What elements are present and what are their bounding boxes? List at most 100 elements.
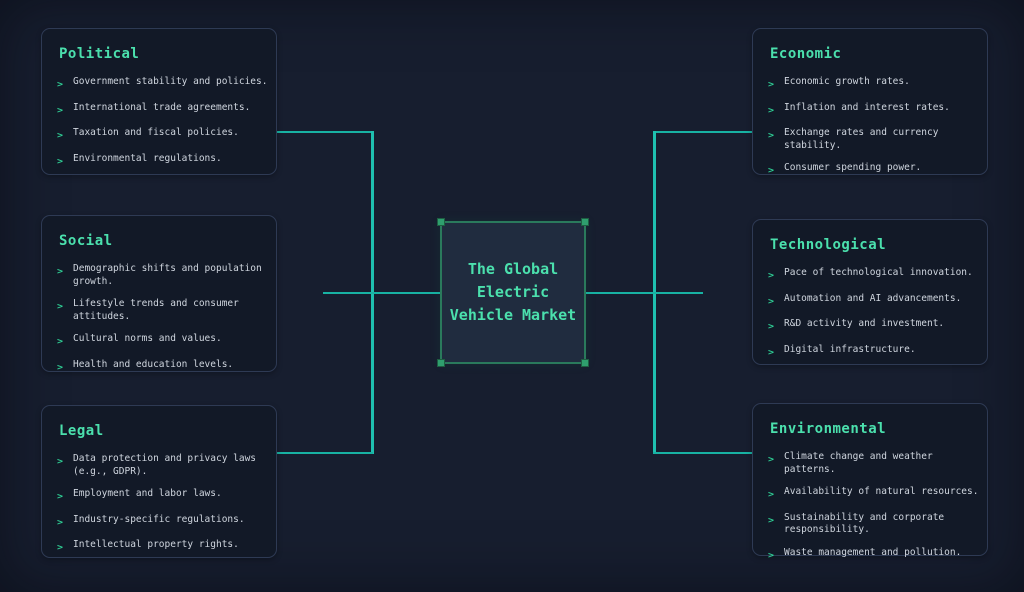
center-node[interactable]: The Global Electric Vehicle Market xyxy=(437,218,589,367)
item-text: Data protection and privacy laws (e.g., … xyxy=(73,453,257,477)
chevron-icon: > xyxy=(768,489,775,500)
chevron-icon: > xyxy=(768,79,775,90)
list-item: > Industry-specific regulations. xyxy=(57,514,270,530)
item-text: Consumer spending power. xyxy=(784,162,922,173)
selection-handle[interactable] xyxy=(437,218,445,226)
list-item: > R&D activity and investment. xyxy=(768,318,981,334)
chevron-icon: > xyxy=(57,336,64,347)
item-text: Industry-specific regulations. xyxy=(73,513,245,525)
node-title: Legal xyxy=(59,423,104,439)
list-item: > Health and education levels. xyxy=(57,359,270,375)
item-text: Environmental regulations. xyxy=(73,152,222,164)
list-item: > Exchange rates and currency stability. xyxy=(768,127,981,152)
node-title: Political xyxy=(59,46,140,62)
list-item: > Cultural norms and values. xyxy=(57,333,270,349)
item-list: > Government stability and policies. > I… xyxy=(57,76,270,168)
center-title-line: Vehicle Market xyxy=(449,306,577,324)
node-title: Economic xyxy=(770,46,842,62)
connector-environmental xyxy=(653,452,752,454)
node-title: Environmental xyxy=(770,421,887,437)
item-text: Intellectual property rights. xyxy=(73,539,239,550)
item-text: Health and education levels. xyxy=(73,358,234,370)
selection-handle[interactable] xyxy=(437,359,445,367)
item-text: Automation and AI advancements. xyxy=(784,292,962,304)
item-text: Cultural norms and values. xyxy=(73,333,222,344)
item-text: Economic growth rates. xyxy=(784,76,910,87)
chevron-icon: > xyxy=(768,515,775,526)
connector-social-center xyxy=(323,292,440,294)
selection-handle[interactable] xyxy=(581,359,589,367)
center-title-line: The Global xyxy=(467,260,559,278)
chevron-icon: > xyxy=(57,130,64,141)
node-political[interactable]: Political > Government stability and pol… xyxy=(41,28,277,175)
item-text: Demographic shifts and population growth… xyxy=(73,263,262,287)
list-item: > Economic growth rates. xyxy=(768,76,981,92)
list-item: > Pace of technological innovation. xyxy=(768,267,981,283)
item-list: > Pace of technological innovation. > Au… xyxy=(768,267,981,359)
item-text: Employment and labor laws. xyxy=(73,488,222,499)
item-text: Pace of technological innovation. xyxy=(784,267,973,278)
list-item: > Data protection and privacy laws (e.g.… xyxy=(57,453,270,478)
item-text: Government stability and policies. xyxy=(73,76,268,87)
chevron-icon: > xyxy=(768,165,775,176)
item-text: Lifestyle trends and consumer attitudes. xyxy=(73,298,239,322)
item-text: Climate change and weather patterns. xyxy=(784,451,933,475)
item-list: > Economic growth rates. > Inflation and… xyxy=(768,76,981,178)
chevron-icon: > xyxy=(57,105,64,116)
chevron-icon: > xyxy=(57,79,64,90)
item-text: Sustainability and corporate responsibil… xyxy=(784,511,945,536)
node-environmental[interactable]: Environmental > Climate change and weath… xyxy=(752,403,988,560)
node-technological[interactable]: Technological > Pace of technological in… xyxy=(752,219,988,365)
list-item: > Environmental regulations. xyxy=(57,153,270,169)
node-economic[interactable]: Economic > Economic growth rates. > Infl… xyxy=(752,28,988,178)
chevron-icon: > xyxy=(57,517,64,528)
connector-center-right xyxy=(586,292,703,294)
chevron-icon: > xyxy=(768,130,775,141)
item-text: International trade agreements. xyxy=(73,101,251,113)
node-title: Social xyxy=(59,233,113,249)
list-item: > Intellectual property rights. xyxy=(57,539,270,555)
item-list: > Demographic shifts and population grow… xyxy=(57,263,270,374)
chevron-icon: > xyxy=(768,454,775,465)
chevron-icon: > xyxy=(57,456,64,467)
list-item: > Sustainability and corporate responsib… xyxy=(768,512,981,537)
list-item: > Climate change and weather patterns. xyxy=(768,451,981,476)
item-text: Inflation and interest rates. xyxy=(784,101,950,113)
chevron-icon: > xyxy=(57,301,64,312)
connector-legal xyxy=(277,452,373,454)
list-item: > Waste management and pollution. xyxy=(768,547,981,563)
chevron-icon: > xyxy=(768,550,775,561)
item-text: Exchange rates and currency stability. xyxy=(784,127,939,151)
node-title: Technological xyxy=(770,237,887,253)
center-title-line: Electric xyxy=(476,283,550,301)
center-node-title: The Global Electric Vehicle Market xyxy=(442,258,584,327)
list-item: > Automation and AI advancements. xyxy=(768,293,981,309)
list-item: > Inflation and interest rates. xyxy=(768,102,981,118)
chevron-icon: > xyxy=(768,270,775,281)
chevron-icon: > xyxy=(57,362,64,373)
chevron-icon: > xyxy=(768,347,775,358)
list-item: > Taxation and fiscal policies. xyxy=(57,127,270,143)
chevron-icon: > xyxy=(57,156,64,167)
chevron-icon: > xyxy=(768,321,775,332)
connector-economic xyxy=(653,131,752,133)
list-item: > Consumer spending power. xyxy=(768,162,981,178)
node-social[interactable]: Social > Demographic shifts and populati… xyxy=(41,215,277,372)
connector-political xyxy=(277,131,373,133)
selection-handle[interactable] xyxy=(581,218,589,226)
chevron-icon: > xyxy=(57,491,64,502)
list-item: > Demographic shifts and population grow… xyxy=(57,263,270,288)
item-text: Waste management and pollution. xyxy=(784,546,962,558)
list-item: > Government stability and policies. xyxy=(57,76,270,92)
chevron-icon: > xyxy=(768,105,775,116)
chevron-icon: > xyxy=(57,542,64,553)
list-item: > Employment and labor laws. xyxy=(57,488,270,504)
item-list: > Climate change and weather patterns. >… xyxy=(768,451,981,562)
node-legal[interactable]: Legal > Data protection and privacy laws… xyxy=(41,405,277,558)
chevron-icon: > xyxy=(57,266,64,277)
list-item: > International trade agreements. xyxy=(57,102,270,118)
item-text: R&D activity and investment. xyxy=(784,318,945,329)
item-text: Availability of natural resources. xyxy=(784,486,979,497)
list-item: > Digital infrastructure. xyxy=(768,344,981,360)
